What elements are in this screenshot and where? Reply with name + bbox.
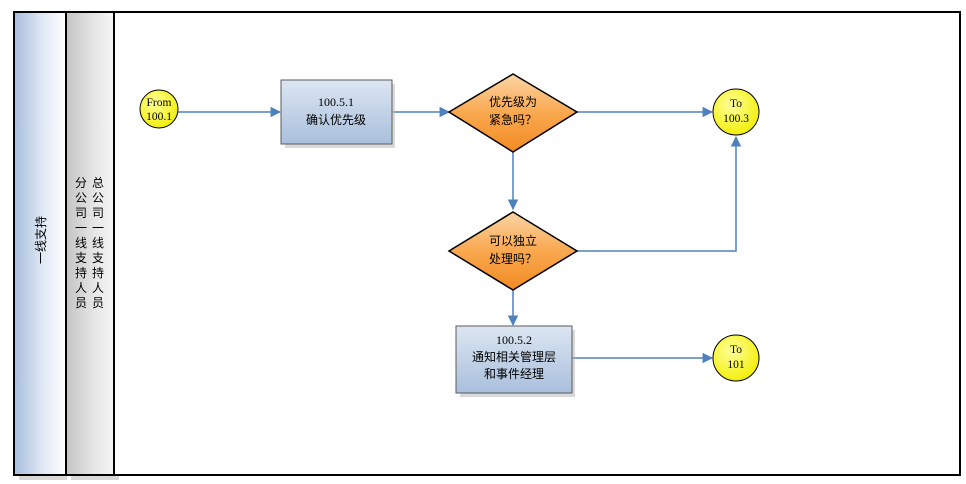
process-id: 100.5.2 <box>496 333 532 347</box>
connector-to-100-3[interactable]: To 100.3 <box>712 88 760 136</box>
process-label-line1: 通知相关管理层 <box>472 349 556 364</box>
connector-from-100-1[interactable]: From 100.1 <box>139 89 179 129</box>
process-box <box>455 325 573 394</box>
connector-to-label: To <box>730 98 742 110</box>
process-label: 确认优先级 <box>306 113 366 127</box>
process-100-5-1[interactable]: 100.5.1 确认优先级 <box>280 79 395 148</box>
lane-label-text-col1: 总公司一线支持人员 <box>92 176 104 310</box>
connector-from-ref: 100.1 <box>146 111 172 123</box>
decision-line2: 紧急吗？ <box>489 112 537 127</box>
decision-line1: 可以独立 <box>489 233 537 248</box>
decision-line2: 处理吗？ <box>489 252 537 266</box>
connector-circle <box>712 334 760 382</box>
connector-to-ref: 101 <box>727 359 745 371</box>
lane-label-col1: 总公司一线支持人员 <box>92 176 104 310</box>
process-label-line2: 和事件经理 <box>484 367 544 381</box>
connector-circle <box>139 89 179 129</box>
connector-to-ref: 100.3 <box>723 113 749 125</box>
decision-line1: 优先级为 <box>489 95 537 109</box>
connector-to-label: To <box>730 344 742 356</box>
lane-label-col2: 分公司一线支持人员 <box>75 176 87 310</box>
connector-circle <box>712 88 760 136</box>
lane-label-text-col2: 分公司一线支持人员 <box>75 176 87 310</box>
lane-label-column <box>65 11 115 476</box>
pool-title: 一线支持 <box>33 216 48 264</box>
connector-to-101[interactable]: To 101 <box>712 334 760 382</box>
process-id: 100.5.1 <box>318 95 354 109</box>
connector-from-label: From <box>147 97 172 109</box>
arrow-independent-to-100-3 <box>577 135 742 252</box>
decision-diamond <box>447 211 579 291</box>
process-100-5-2[interactable]: 100.5.2 通知相关管理层 和事件经理 <box>455 325 575 397</box>
decision-diamond <box>447 73 579 153</box>
decision-independent[interactable]: 可以独立 处理吗？ <box>447 211 579 291</box>
process-box <box>280 79 393 145</box>
decision-urgent[interactable]: 优先级为 紧急吗？ <box>447 73 579 153</box>
